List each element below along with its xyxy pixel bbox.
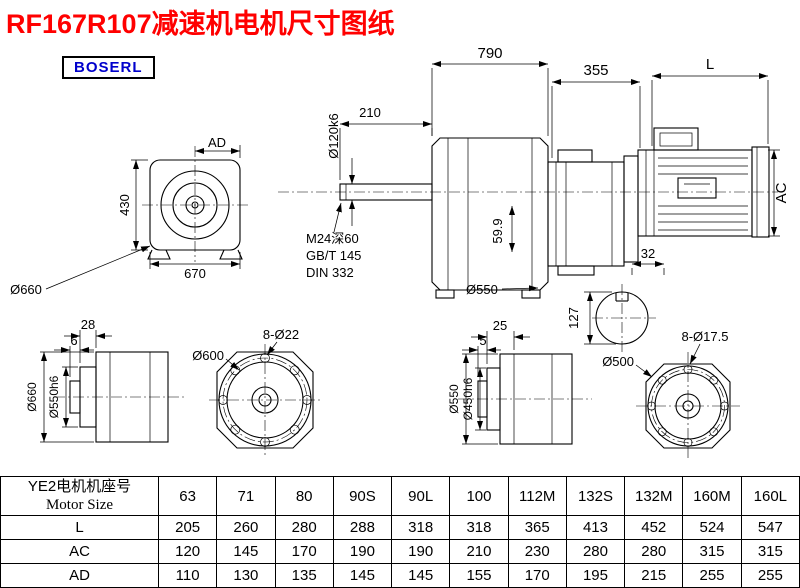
dim-670: 670 xyxy=(184,266,206,281)
dim-660-side: Ø660 xyxy=(25,382,39,412)
table-cell: 365 xyxy=(507,515,567,540)
table-cell: 135 xyxy=(274,563,334,588)
table-row-AC: AC 120 145 170 190 190 210 230 280 280 3… xyxy=(0,539,800,564)
brand-logo: BOSERL xyxy=(62,56,155,79)
table-cell: 170 xyxy=(507,563,567,588)
table-cell: 205 xyxy=(157,515,218,540)
col-header: 71 xyxy=(216,476,276,516)
table-row-AD: AD 110 130 135 145 145 155 170 195 215 2… xyxy=(0,563,800,588)
table-cell: 155 xyxy=(449,563,509,588)
motor-size-header: YE2电机机座号 Motor Size xyxy=(0,476,159,516)
table-cell: 315 xyxy=(682,539,742,564)
col-header: 100 xyxy=(449,476,509,516)
flange-view-500: Ø500 8-Ø17.5 xyxy=(602,329,740,460)
table-cell: 260 xyxy=(216,515,276,540)
dim-holes-175: 8-Ø17.5 xyxy=(682,329,729,344)
table-cell: 524 xyxy=(682,515,742,540)
table-cell: 210 xyxy=(449,539,509,564)
col-header: 90L xyxy=(391,476,451,516)
table-cell: 230 xyxy=(507,539,567,564)
dim-660-front: Ø660 xyxy=(10,282,42,297)
table-cell: 215 xyxy=(624,563,684,588)
dim-599: 59.9 xyxy=(490,218,505,243)
row-label: L xyxy=(0,515,159,540)
col-header: 112M xyxy=(507,476,567,516)
table-cell: 318 xyxy=(391,515,451,540)
col-header: 80 xyxy=(274,476,334,516)
note-din: DIN 332 xyxy=(306,265,354,280)
table-cell: 190 xyxy=(332,539,393,564)
dim-550-side: Ø550 xyxy=(447,384,461,414)
table-cell: 255 xyxy=(740,563,800,588)
technical-drawing: AD 430 670 Ø660 xyxy=(10,45,790,460)
table-row-L: L 205 260 280 288 318 318 365 413 452 52… xyxy=(0,515,800,540)
dim-5: 5 xyxy=(479,333,486,348)
table-cell: 280 xyxy=(274,515,334,540)
table-cell: 145 xyxy=(216,539,276,564)
table-cell: 547 xyxy=(740,515,800,540)
col-header: 160M xyxy=(682,476,742,516)
table-cell: 110 xyxy=(157,563,218,588)
dim-790: 790 xyxy=(477,45,502,62)
table-cell: 452 xyxy=(624,515,684,540)
table-cell: 315 xyxy=(740,539,800,564)
dim-ac: AC xyxy=(773,182,790,203)
note-thread: M24深60 xyxy=(306,231,359,246)
table-cell: 195 xyxy=(565,563,626,588)
dim-25: 25 xyxy=(493,318,507,333)
table-header-row: YE2电机机座号 Motor Size 63 71 80 90S 90L 100… xyxy=(0,476,800,516)
dim-550h6: Ø550h6 xyxy=(47,375,61,418)
dim-500: Ø500 xyxy=(602,354,634,369)
dim-shaft-dia: Ø120k6 xyxy=(326,113,341,159)
dim-127: 127 xyxy=(566,307,581,329)
table-cell: 170 xyxy=(274,539,334,564)
front-view: AD 430 670 Ø660 xyxy=(10,135,248,297)
col-header: 132S xyxy=(565,476,626,516)
table-cell: 255 xyxy=(682,563,742,588)
page-title: RF167R107减速机电机尺寸图纸 xyxy=(6,9,395,39)
dim-550-main: Ø550 xyxy=(466,282,498,297)
col-header: 90S xyxy=(332,476,393,516)
table-cell: 288 xyxy=(332,515,393,540)
shaft-cross-section: 127 xyxy=(566,284,656,352)
header-cn: YE2电机机座号 xyxy=(27,478,132,495)
dim-450h6: Ø450h6 xyxy=(461,377,475,420)
header-en: Motor Size xyxy=(45,497,114,513)
col-header: 63 xyxy=(157,476,218,516)
note-gb: GB/T 145 xyxy=(306,248,361,263)
dim-L: L xyxy=(706,56,714,73)
table-cell: 280 xyxy=(624,539,684,564)
side-view-output-2: 25 5 Ø550 Ø450h6 xyxy=(447,318,592,445)
col-header: 132M xyxy=(624,476,684,516)
dim-600: Ø600 xyxy=(192,348,224,363)
table-cell: 130 xyxy=(216,563,276,588)
dim-6: 6 xyxy=(70,333,77,348)
row-label: AD xyxy=(0,563,159,588)
flange-view-600: Ø600 8-Ø22 xyxy=(192,327,321,456)
col-header: 160L xyxy=(740,476,800,516)
dim-holes-22: 8-Ø22 xyxy=(263,327,299,342)
dim-430: 430 xyxy=(117,194,132,216)
table-cell: 280 xyxy=(565,539,626,564)
side-view-output-1: 28 6 Ø660 Ø550h6 xyxy=(25,317,184,443)
dim-210: 210 xyxy=(359,105,381,120)
dim-28: 28 xyxy=(81,317,95,332)
table-cell: 145 xyxy=(391,563,451,588)
dim-ad: AD xyxy=(208,135,226,150)
dim-355: 355 xyxy=(583,62,608,79)
table-cell: 145 xyxy=(332,563,393,588)
dim-32: 32 xyxy=(641,246,655,261)
table-cell: 318 xyxy=(449,515,509,540)
table-cell: 413 xyxy=(565,515,626,540)
motor-size-table: YE2电机机座号 Motor Size 63 71 80 90S 90L 100… xyxy=(0,476,800,588)
table-cell: 190 xyxy=(391,539,451,564)
table-cell: 120 xyxy=(157,539,218,564)
row-label: AC xyxy=(0,539,159,564)
main-side-view: 790 210 Ø120k6 M24深60 GB/T 145 DIN 332 5… xyxy=(278,45,790,299)
